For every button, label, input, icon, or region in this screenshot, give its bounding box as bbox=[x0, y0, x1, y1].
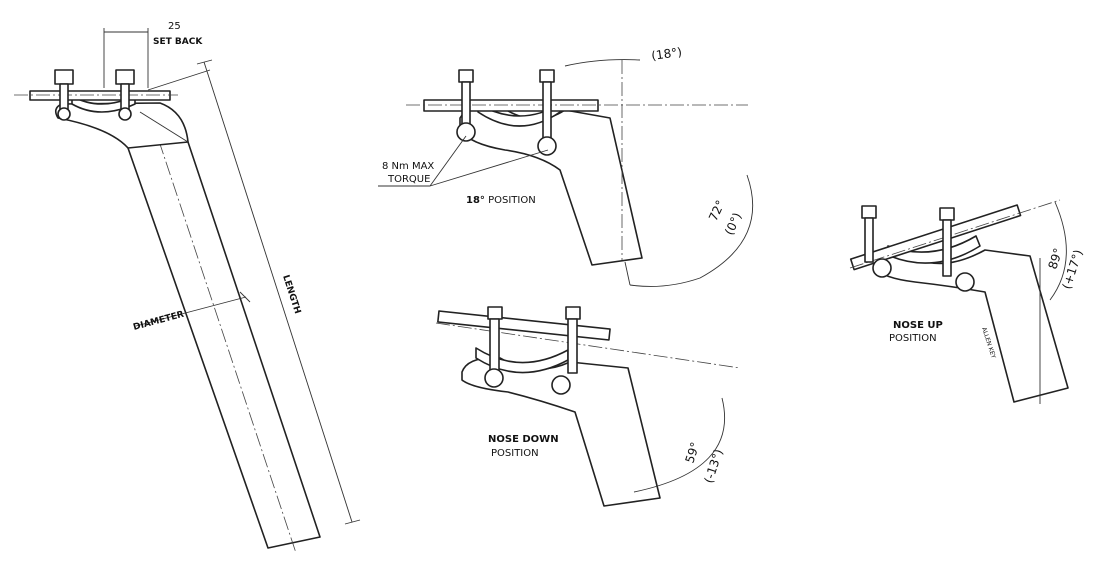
clamp-bolt-nose-down-front bbox=[484, 306, 504, 388]
nose-up-subtitle: POSITION bbox=[889, 333, 937, 344]
nose-up-view: 89° (+17°) ALLEN KEY NOSE UP POSITION bbox=[849, 199, 1085, 404]
clamp-bolt-front bbox=[54, 69, 74, 121]
clamp-bolt-18-front bbox=[456, 69, 476, 142]
diameter-label: DIAMETER bbox=[132, 310, 185, 333]
full-seatpost-view: 25 SET BACK LENGTH DIAMETER bbox=[14, 21, 361, 554]
setback-label: SET BACK bbox=[153, 37, 203, 47]
saddle-rail-nose-up bbox=[849, 204, 1022, 271]
setback-dimension: 25 SET BACK bbox=[103, 21, 211, 91]
seatpost-head bbox=[54, 102, 189, 149]
torque-line2: TORQUE bbox=[387, 174, 430, 185]
clamp-bolt-18-rear bbox=[537, 69, 557, 156]
angle-72: 72° bbox=[706, 198, 728, 223]
length-dimension: LENGTH bbox=[196, 59, 361, 525]
saddle-rail-18 bbox=[423, 99, 599, 112]
angle-0: (0°) bbox=[722, 211, 744, 238]
position-18-view: (18°) 72° (0°) 8 Nm MAX TORQUE 18° POSIT… bbox=[378, 45, 754, 287]
post-centerline bbox=[151, 119, 297, 554]
nose-up-title: NOSE UP bbox=[893, 320, 943, 331]
angle-minus-13: (-13°) bbox=[702, 447, 726, 485]
clamp-bolt-nose-up-rear bbox=[939, 207, 975, 292]
angle-59: 59° bbox=[683, 440, 703, 465]
saddle-rail bbox=[29, 90, 171, 101]
clamp-bolt-nose-down-rear bbox=[551, 306, 581, 395]
allen-key-label: ALLEN KEY bbox=[980, 326, 997, 359]
seatpost-tube bbox=[127, 141, 321, 549]
torque-line1: 8 Nm MAX bbox=[382, 161, 434, 172]
nose-down-view: 59° (-13°) NOSE DOWN POSITION bbox=[435, 306, 741, 507]
nose-down-title: NOSE DOWN bbox=[488, 434, 559, 445]
angle-18-top: (18°) bbox=[650, 45, 682, 63]
clamp-bolt-nose-up-front bbox=[861, 205, 892, 278]
nose-down-subtitle: POSITION bbox=[491, 448, 539, 459]
clamp-bolt-rear bbox=[115, 69, 135, 121]
position-18-title: 18° POSITION bbox=[466, 195, 536, 206]
saddle-rail-nose-down bbox=[437, 310, 611, 341]
setback-value: 25 bbox=[168, 21, 181, 32]
angle-89: 89° bbox=[1046, 246, 1066, 271]
rail-clamp bbox=[71, 95, 136, 113]
